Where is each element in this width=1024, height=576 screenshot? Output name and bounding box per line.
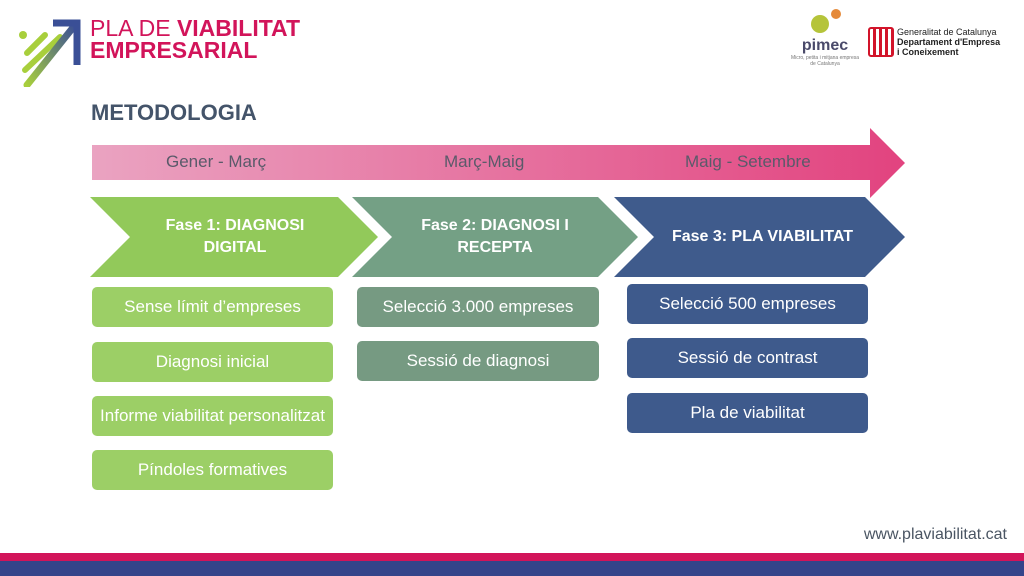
pimec-subtitle: Micro, petita i mitjana empresa de Catal… xyxy=(790,55,860,67)
phase-1-item: Informe viabilitat personalitzat xyxy=(92,396,333,436)
logo-light: PLA DE xyxy=(90,15,171,41)
gencat-line1: Generalitat de Catalunya xyxy=(897,27,997,37)
page-title: METODOLOGIA xyxy=(91,100,257,125)
phase-1-label: Fase 1: DIAGNOSI DIGITAL xyxy=(165,217,305,256)
phase-1-item: Sense límit d’empreses xyxy=(92,287,333,327)
phase-1-chevron xyxy=(90,197,378,277)
website-link[interactable]: www.plaviabilitat.cat xyxy=(863,526,1007,543)
phase-2-item: Sessió de diagnosi xyxy=(357,341,599,381)
phase-3-chevron xyxy=(614,197,905,277)
gencat-shield-icon xyxy=(868,27,894,57)
logo-bold: VIABILITAT xyxy=(176,15,301,41)
phase-3-item: Pla de viabilitat xyxy=(627,393,868,433)
phase-2-item: Selecció 3.000 empreses xyxy=(357,287,599,327)
period-1: Gener - Març xyxy=(166,152,267,171)
logo-line2: EMPRESARIAL xyxy=(90,37,258,63)
phase-2-chevron xyxy=(352,197,638,277)
gencat-line2: Departament d'Empresa xyxy=(897,37,1001,47)
logo-arrow-icon xyxy=(19,19,81,87)
period-3: Maig - Setembre xyxy=(685,152,811,171)
footer-stripe-pink xyxy=(0,553,1024,561)
pimec-dots-icon xyxy=(811,9,841,33)
phase-1-item: Píndoles formatives xyxy=(92,450,333,490)
period-2: Març-Maig xyxy=(444,152,525,171)
pimec-logo: pimec Micro, petita i mitjana empresa de… xyxy=(790,8,860,67)
phase-chevrons xyxy=(90,197,905,277)
phase-3-label: Fase 3: PLA VIABILITAT xyxy=(671,228,854,245)
gencat-line3: i Coneixement xyxy=(897,47,959,57)
timeline-arrow xyxy=(92,128,905,198)
phase-3-item: Sessió de contrast xyxy=(627,338,868,378)
phase-2-label: Fase 2: DIAGNOSI I RECEPTA xyxy=(421,217,569,256)
footer-stripe-blue xyxy=(0,561,1024,576)
gencat-text: Generalitat de Catalunya Departament d'E… xyxy=(897,27,1000,57)
pimec-text: pimec xyxy=(801,37,849,54)
phase-1-item: Diagnosi inicial xyxy=(92,342,333,382)
phase-3-item: Selecció 500 empreses xyxy=(627,284,868,324)
